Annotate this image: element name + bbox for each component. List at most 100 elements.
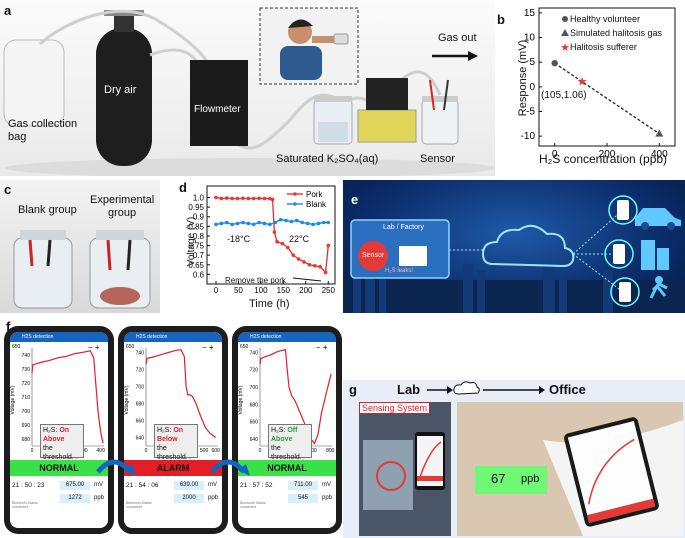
clock: 21 : 57 : 52 [240,482,273,489]
phone-alarm: H2S detection 650− +64066068070072074001… [118,326,228,534]
y-tick-label: 740 [22,353,31,359]
ppb-unit: ppb [322,495,333,501]
x-tick-label: 100 [254,286,268,295]
reading-row: 21 : 57 : 52 711.00 mV [238,480,336,491]
phone-icon [617,200,629,220]
iot-illustration [343,195,685,313]
y-tick-label: 0.9 [193,213,205,222]
panel-b-label: b [497,12,505,27]
gas-bag-label: Gas collection bag [8,118,78,143]
data-point [273,220,278,225]
building-icon [641,240,655,270]
panel-c: c Blank group Experimental group [0,180,160,313]
y-tick-label: 720 [250,368,259,374]
x-tick-label: 0 [31,448,34,454]
data-point [235,221,240,226]
h2s-state-box: H₂S: On Below the threshold [154,424,198,461]
data-point [278,217,283,222]
experimental-group-label: Experimental group [90,194,155,219]
data-point [262,196,267,201]
y-tick-label: 10 [524,33,536,44]
setup-illustration [3,7,495,176]
y-tick-label: 640 [136,435,145,441]
data-point [326,220,331,225]
data-point [214,195,218,200]
flowmeter-label: Flowmeter [194,104,241,115]
threshold-text: the threshold [157,445,186,461]
data-point [270,197,275,202]
data-point [286,245,290,250]
voltage-line [145,349,217,438]
y-tick-label: 730 [22,367,31,373]
x-tick-label: 200 [599,149,616,160]
y-axis-title: Response (mV) [517,39,530,117]
data-point [262,221,267,226]
y-axis-title: Voltage (mV) [10,385,16,414]
sensor-label: Sensor [362,252,385,259]
panel-f: f [0,315,345,538]
remove-pork-label: Remove the pork [225,276,286,285]
legend-label: Blank [306,200,327,209]
data-point [312,263,317,268]
flowmeter-icon [190,60,248,146]
gas-bag-icon [3,39,65,127]
sensor-label: Sensor [420,153,455,165]
gas-out-label: Gas out [438,32,477,44]
voltage-line [31,350,104,444]
y-tick-label: 0 [529,82,535,93]
data-point [235,196,240,201]
data-point [296,257,301,261]
reading-highlight [475,466,547,494]
data-point: ★ [577,75,588,89]
x-tick-label: 250 [322,286,336,295]
y-tick-label: 700 [250,385,259,391]
y-axis-title: Voltage (V) [186,216,198,267]
y-tick-label: 720 [136,367,145,373]
x-tick-label: 200 [299,286,313,295]
annotation-arrow [292,277,322,282]
threshold-relation: Below [157,436,178,443]
threshold-relation: Above [271,436,293,443]
x-tick-label: 500 [200,448,209,454]
app-title: H2S detection [22,334,54,340]
x-tick-label: 400 [96,448,105,454]
y-tick-label: 1.0 [193,194,205,203]
y-axis-title: Voltage (mV) [124,385,130,414]
app-title: H2S detection [250,334,282,340]
data-point [257,196,261,201]
clock: 21 : 54 : 06 [126,482,159,489]
data-point [268,222,272,227]
lab-factory-label: Lab / Factory [383,224,424,231]
threshold-text: the threshold [43,445,72,461]
lab-office-illustration [359,381,683,536]
app-bar: H2S detection [238,332,336,342]
cloud-icon [453,381,480,395]
data-point [316,221,321,226]
zoom-controls: − + [88,343,100,352]
panel-e-label: e [351,192,359,207]
y-tick-label: 720 [22,381,31,387]
data-point [275,239,279,244]
h2s-prefix: H₂S: [43,427,58,434]
arrow-right-icon [447,386,453,394]
data-point [318,264,322,269]
lab-label: Lab [397,382,421,397]
x-tick-label: 400 [651,149,668,160]
data-point [291,253,296,257]
legend-marker [561,29,569,36]
y-tick-label: 740 [250,350,259,356]
data-point [321,220,326,225]
bluetooth-status: Bluetooth Status connected [126,501,152,509]
data-point [246,221,251,226]
phone-icon [619,282,631,302]
legend-healthy: Healthy volunteer [570,14,641,24]
x-tick-label: 0 [259,448,262,454]
cloud-icon [481,224,575,268]
series-line [215,218,329,226]
runner-icon [649,282,668,299]
ppb-row: Bluetooth Status connected 545 ppb [238,493,336,509]
y-tick-label: 710 [22,395,31,401]
